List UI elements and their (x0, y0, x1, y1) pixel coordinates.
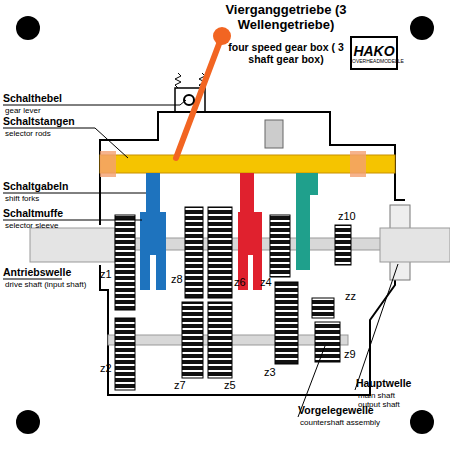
callout-number: zz (345, 290, 356, 303)
gear (115, 318, 135, 390)
part-label: drive shaft (input shaft) (5, 280, 86, 289)
diagram-title: Vierganggetriebe (3 Wellengetriebe) (222, 3, 350, 33)
part-label: Schalthebel (3, 92, 62, 104)
detent-block (265, 120, 283, 148)
callout-number: z7 (174, 379, 186, 392)
gear (270, 215, 290, 277)
rod-end (100, 151, 116, 177)
callout-number: z10 (338, 210, 356, 223)
part-label: Schaltgabeln (3, 180, 68, 192)
gear (335, 225, 351, 265)
part-label: countershaft assembly (300, 418, 380, 427)
gear (185, 207, 203, 298)
shift-fork-red (238, 173, 262, 290)
leader-line (3, 220, 142, 221)
callout-number: z8 (171, 273, 183, 286)
gear (182, 302, 203, 378)
housing-outline (100, 112, 405, 395)
gear (208, 302, 232, 378)
leader-line (355, 264, 398, 390)
corner-dot (16, 410, 40, 434)
leader-line (3, 128, 128, 158)
part-label: Vorgelegewelle (298, 404, 374, 416)
callout-number: z6 (234, 276, 246, 289)
callout-number: z4 (260, 276, 272, 289)
callout-number: z3 (264, 366, 276, 379)
main-shaft (135, 238, 395, 250)
shift-fork-blue (140, 173, 166, 290)
gear (208, 207, 232, 298)
leader-line (3, 193, 146, 194)
output-shaft (380, 228, 450, 262)
part-label: four speed gear box ( 3 shaft gear box) (222, 41, 350, 65)
gear-lever (176, 36, 222, 158)
callout-number: z1 (100, 268, 112, 281)
part-label: Antriebswelle (3, 266, 71, 278)
gear (275, 282, 298, 364)
corner-dot (410, 16, 434, 40)
gear (312, 298, 334, 318)
logo-subtext: OVERHEADMODELLE (352, 59, 396, 65)
input-shaft (30, 228, 115, 262)
part-label: selector sleeve (5, 221, 58, 230)
callout-number: z5 (224, 379, 236, 392)
callout-number: z9 (344, 348, 356, 361)
part-label: shift forks (5, 194, 39, 203)
part-label: selector rods (5, 129, 51, 138)
part-label: Schaltstangen (3, 115, 75, 127)
leader-line (3, 279, 62, 280)
part-label: Hauptwelle (356, 377, 411, 389)
shift-fork-teal (296, 173, 318, 270)
logo-box: HAKOOVERHEADMODELLE (350, 36, 398, 70)
gear (315, 322, 340, 362)
callout-number: z2 (100, 362, 112, 375)
gear (115, 215, 135, 310)
corner-dot (410, 410, 434, 434)
corner-dot (16, 16, 40, 40)
logo-text: HAKO (352, 44, 396, 59)
part-label: Schaltmuffe (3, 207, 63, 219)
rod-end (350, 151, 366, 177)
part-label: gear lever (5, 106, 41, 115)
